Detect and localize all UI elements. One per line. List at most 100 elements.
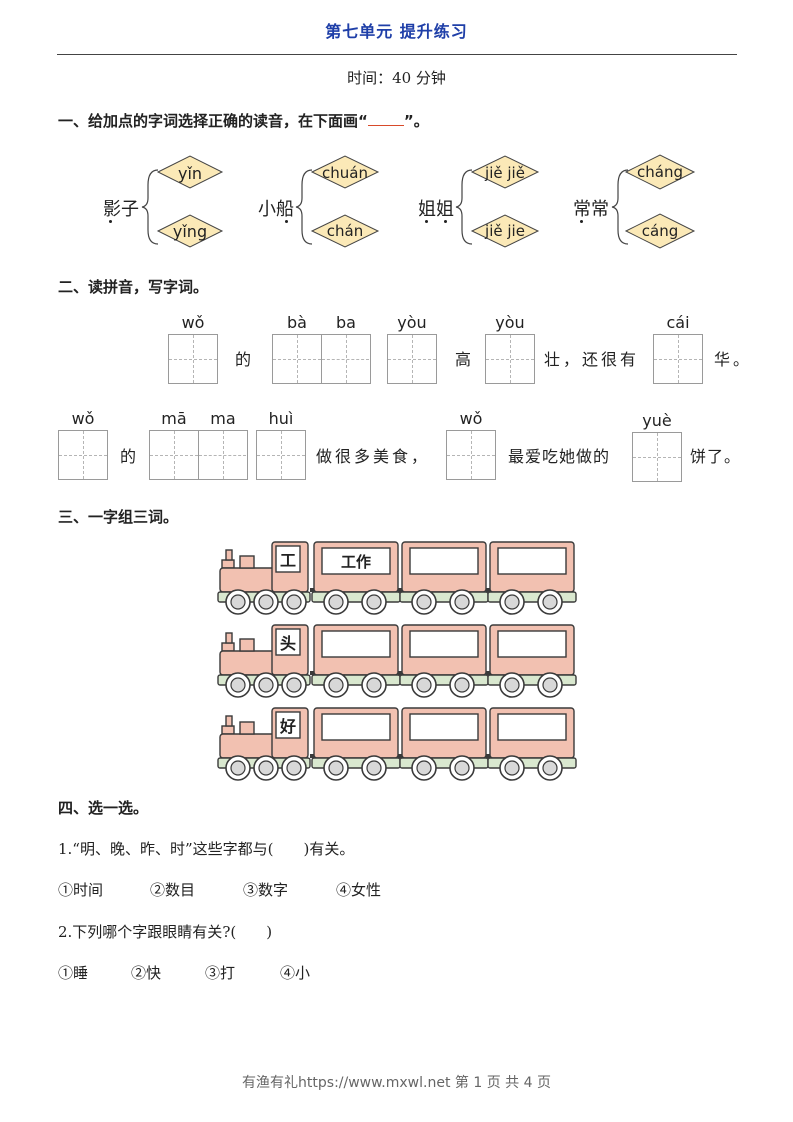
- brace: [141, 169, 159, 245]
- train-character: 头: [280, 634, 296, 653]
- writing-grid[interactable]: [256, 430, 306, 480]
- sentence-text: 壮，还很有: [544, 350, 640, 369]
- pinyin-label: ba: [336, 313, 356, 332]
- pinyin-diamond-top[interactable]: [310, 155, 380, 189]
- time-limit: 时间：40 分钟: [347, 69, 446, 87]
- header-divider: [57, 54, 737, 55]
- pinyin-label: huì: [268, 409, 294, 428]
- q1-option-2[interactable]: ②数目: [150, 881, 196, 899]
- q1-option-1[interactable]: ①时间: [58, 881, 104, 899]
- emphasis-dot: [285, 220, 288, 223]
- pinyin-option[interactable]: chuán: [322, 164, 368, 182]
- writing-grid[interactable]: [149, 430, 248, 480]
- pinyin-diamond-top[interactable]: [624, 154, 696, 190]
- character-box: [275, 628, 301, 656]
- pinyin-option[interactable]: cáng: [641, 222, 679, 240]
- sentence-text: 饼了。: [690, 447, 742, 466]
- pinyin-diamond-bottom[interactable]: [156, 214, 224, 248]
- section3-heading: 三、一字组三词。: [58, 508, 179, 526]
- pinyin-label: cái: [666, 313, 690, 332]
- word-jiejie: 姐姐: [418, 199, 454, 220]
- pinyin-label: bà: [287, 313, 307, 332]
- pinyin-diamond-bottom[interactable]: [624, 213, 696, 249]
- brace: [455, 169, 473, 245]
- sentence-text: 做很多美食，: [316, 447, 431, 466]
- pinyin-diamond-bottom[interactable]: [470, 214, 540, 248]
- character-box: [275, 545, 301, 573]
- underline-sample: [367, 111, 404, 126]
- pinyin-diamond-bottom[interactable]: [310, 214, 380, 248]
- emphasis-dot: [109, 220, 112, 223]
- writing-grid[interactable]: [387, 334, 437, 384]
- writing-grid[interactable]: [58, 430, 108, 480]
- question-1: 1.“明、晚、昨、时”这些字都与( )有关。: [58, 840, 355, 858]
- pinyin-option[interactable]: yǐng: [172, 222, 208, 241]
- train: 好: [217, 707, 577, 781]
- section2-heading: 二、读拼音，写字词。: [58, 278, 209, 296]
- writing-grid[interactable]: [632, 432, 682, 482]
- q2-option-3[interactable]: ③打: [205, 964, 236, 982]
- pinyin-choice-diagram: [141, 154, 696, 249]
- writing-grid[interactable]: [485, 334, 535, 384]
- engine-body: [219, 567, 277, 593]
- pinyin-label: mā: [161, 409, 187, 428]
- word-answer-box[interactable]: [497, 630, 567, 658]
- word-answer-box[interactable]: [321, 713, 391, 741]
- writing-grid[interactable]: [272, 334, 371, 384]
- page-footer: 有渔有礼https://www.mxwl.net 第 1 页 共 4 页: [242, 1075, 551, 1091]
- train-character: 好: [279, 717, 296, 736]
- q1-option-4[interactable]: ④女性: [336, 881, 382, 899]
- section1-heading: 一、给加点的字词选择正确的读音，在下面画“ ”。: [58, 110, 429, 131]
- pinyin-option[interactable]: yǐn: [177, 164, 203, 183]
- question-2: 2.下列哪个字跟眼睛有关?( ): [58, 923, 273, 941]
- word-answer-box[interactable]: [497, 547, 567, 575]
- sentence-text: 的: [235, 350, 255, 369]
- engine-body: [219, 733, 277, 759]
- train-exercise: 工 工作头好: [216, 538, 578, 784]
- pinyin-option[interactable]: jiě jie: [485, 222, 525, 240]
- pinyin-diamond-top[interactable]: [156, 155, 224, 189]
- word-answer-box[interactable]: [409, 713, 479, 741]
- word-answer-box[interactable]: [321, 547, 391, 575]
- engine-body: [219, 650, 277, 676]
- word-answer-box[interactable]: [409, 630, 479, 658]
- writing-grid[interactable]: [446, 430, 496, 480]
- pinyin-label: yuè: [642, 411, 672, 430]
- emphasis-dot: [425, 220, 428, 223]
- pinyin-option[interactable]: chán: [326, 222, 364, 240]
- word-answer-box[interactable]: [321, 630, 391, 658]
- word-answer: 工作: [341, 553, 371, 571]
- word-answer-box[interactable]: [409, 547, 479, 575]
- section4-heading: 四、选一选。: [58, 799, 149, 817]
- section1-heading-text: 一、给加点的字词选择正确的读音，在下面画“: [58, 112, 368, 130]
- sentence-text: 华。: [714, 350, 753, 369]
- q1-option-3[interactable]: ③数字: [243, 881, 289, 899]
- page-title: 第七单元 提升练习: [325, 22, 468, 41]
- word-yingzi: 影子: [103, 199, 139, 220]
- pinyin-option[interactable]: cháng: [637, 163, 683, 181]
- sentence-text: 高: [455, 350, 475, 369]
- pinyin-label: wǒ: [71, 409, 95, 428]
- character-box: [275, 711, 301, 739]
- pinyin-label: wǒ: [181, 313, 205, 332]
- writing-grid[interactable]: [168, 334, 218, 384]
- train: 工 工作: [217, 541, 577, 615]
- q2-option-2[interactable]: ②快: [131, 964, 162, 982]
- pinyin-option[interactable]: jiě jiě: [485, 164, 525, 182]
- pinyin-label: yòu: [495, 313, 525, 332]
- word-answer-box[interactable]: [497, 713, 567, 741]
- q2-option-4[interactable]: ④小: [280, 964, 311, 982]
- train-character: 工: [280, 551, 296, 570]
- section1-heading-end: ”。: [403, 112, 429, 130]
- writing-grid[interactable]: [653, 334, 703, 384]
- pinyin-label: yòu: [397, 313, 427, 332]
- brace: [611, 169, 629, 245]
- emphasis-dot: [444, 220, 447, 223]
- word-xiaochuan: 小船: [258, 199, 294, 220]
- brace: [295, 169, 313, 245]
- emphasis-dot: [580, 220, 583, 223]
- q2-option-1[interactable]: ①睡: [58, 964, 89, 982]
- word-changchang: 常常: [573, 199, 609, 220]
- pinyin-diamond-top[interactable]: [470, 155, 540, 189]
